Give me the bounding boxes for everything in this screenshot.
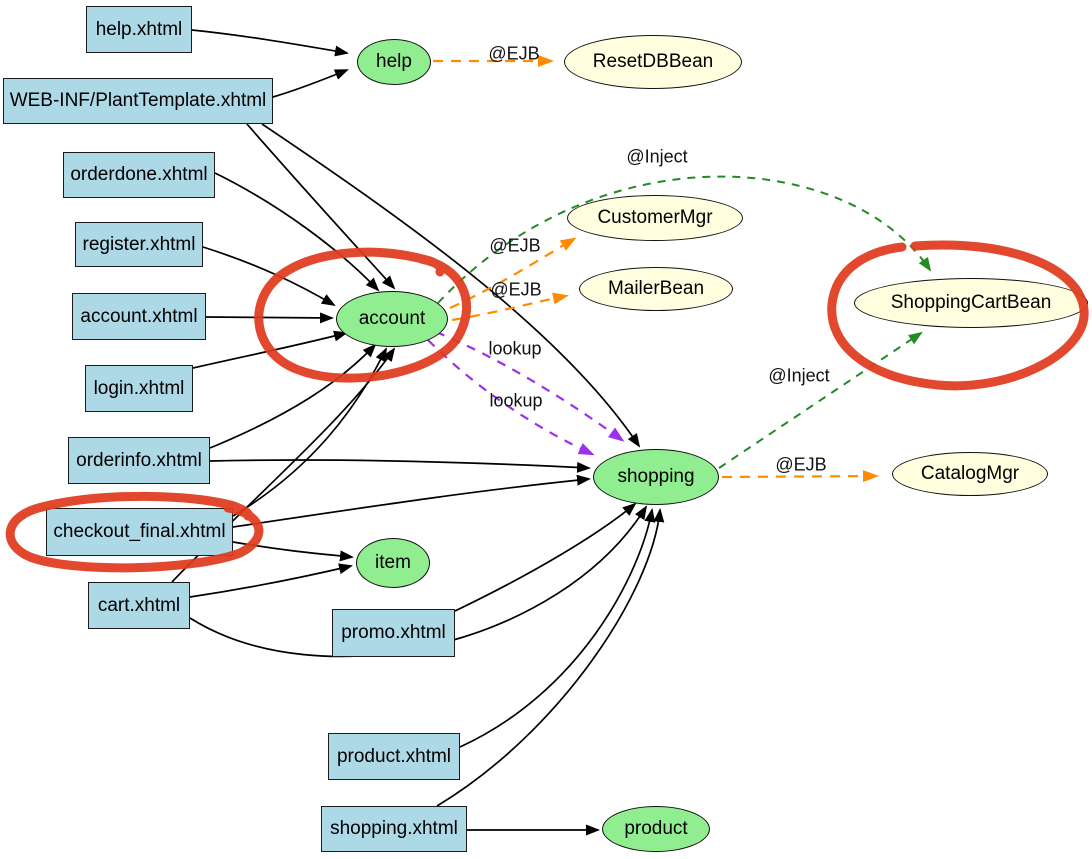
node-customermgr-label: CustomerMgr	[597, 207, 713, 228]
edge-shopping-to-catalogmgr	[721, 470, 879, 483]
node-orderinfo-xhtml: orderinfo.xhtml	[68, 437, 210, 484]
edge-checkoutfinal-to-account	[232, 347, 387, 517]
node-item-controller: item	[356, 538, 430, 588]
edge-planttemplate-to-account	[246, 123, 396, 290]
node-shoppingcartbean: ShoppingCartBean	[854, 278, 1088, 328]
node-cart-xhtml: cart.xhtml	[88, 582, 190, 629]
node-help-controller-label: help	[376, 51, 412, 72]
node-login-xhtml-label: login.xhtml	[93, 377, 185, 399]
edge-shopping-xhtml-to-shopping	[436, 508, 665, 807]
edge-promo-to-shopping	[454, 502, 637, 612]
node-shoppingcartbean-label: ShoppingCartBean	[890, 292, 1052, 313]
node-mailerbean-label: MailerBean	[607, 278, 705, 299]
label-lookup-2: lookup	[489, 390, 543, 411]
node-orderdone-xhtml: orderdone.xhtml	[63, 152, 215, 198]
node-account-xhtml: account.xhtml	[72, 293, 206, 340]
node-shopping-xhtml: shopping.xhtml	[321, 806, 467, 852]
node-product-controller: product	[602, 806, 710, 852]
edge-checkoutfinal-to-shopping	[232, 474, 591, 528]
edge-orderinfo-to-account	[209, 343, 377, 449]
node-catalogmgr-label: CatalogMgr	[920, 463, 1020, 484]
label-ejb-help-resetdbbean: @EJB	[488, 43, 540, 64]
edge-orderinfo-to-shopping	[209, 459, 591, 473]
node-help-controller: help	[357, 39, 431, 85]
node-help-xhtml: help.xhtml	[86, 6, 192, 53]
node-login-xhtml: login.xhtml	[85, 365, 193, 412]
node-account-controller-label: account	[358, 308, 426, 329]
node-planttemplate-xhtml-label: WEB-INF/PlantTemplate.xhtml	[9, 90, 267, 111]
edge-login-to-account	[192, 330, 348, 369]
edge-checkoutfinal-to-item	[232, 541, 354, 562]
node-checkout-final-xhtml-label: checkout_final.xhtml	[53, 521, 226, 542]
edge-product-xhtml-to-shopping	[459, 508, 656, 748]
label-ejb-account-customermgr: @EJB	[489, 235, 541, 256]
node-promo-xhtml: promo.xhtml	[332, 609, 455, 657]
node-orderdone-xhtml-label: orderdone.xhtml	[70, 164, 208, 185]
node-checkout-final-xhtml: checkout_final.xhtml	[46, 508, 233, 556]
edge-shopping-to-shoppingcartbean	[718, 331, 923, 469]
node-register-xhtml-label: register.xhtml	[82, 233, 196, 255]
edge-planttemplate-to-help	[272, 69, 349, 98]
label-inject-shopping-shoppingcartbean: @Inject	[768, 365, 830, 386]
node-item-controller-label: item	[375, 552, 411, 573]
edge-account-xhtml-to-account	[205, 312, 334, 324]
node-product-xhtml-label: product.xhtml	[336, 745, 452, 767]
node-resetdbbean: ResetDBBean	[564, 35, 742, 89]
node-planttemplate-xhtml: WEB-INF/PlantTemplate.xhtml	[3, 78, 273, 124]
label-ejb-account-mailerbean: @EJB	[490, 279, 542, 300]
node-customermgr: CustomerMgr	[567, 195, 743, 241]
node-resetdbbean-label: ResetDBBean	[592, 51, 714, 72]
label-lookup-1: lookup	[488, 338, 542, 359]
edge-help-xhtml-to-help	[191, 29, 349, 57]
edge-register-to-account	[202, 246, 336, 307]
node-cart-xhtml-label: cart.xhtml	[97, 594, 181, 616]
node-shopping-controller: shopping	[593, 449, 719, 505]
label-inject-account-shoppingcartbean: @Inject	[626, 146, 688, 167]
node-account-controller: account	[336, 291, 448, 347]
node-orderinfo-xhtml-label: orderinfo.xhtml	[76, 449, 202, 471]
label-ejb-shopping-catalogmgr: @EJB	[775, 454, 827, 475]
node-shopping-controller-label: shopping	[617, 466, 695, 487]
node-help-xhtml-label: help.xhtml	[95, 18, 183, 40]
node-catalogmgr: CatalogMgr	[892, 452, 1048, 496]
edge-orderdone-to-account	[214, 172, 380, 292]
node-register-xhtml: register.xhtml	[75, 222, 203, 267]
node-product-xhtml: product.xhtml	[328, 733, 460, 780]
node-promo-xhtml-label: promo.xhtml	[341, 622, 446, 643]
edge-cart-to-item	[189, 563, 353, 598]
node-product-controller-label: product	[624, 818, 688, 839]
node-shopping-xhtml-label: shopping.xhtml	[330, 818, 458, 839]
node-mailerbean: MailerBean	[579, 267, 733, 311]
node-account-xhtml-label: account.xhtml	[80, 305, 198, 327]
